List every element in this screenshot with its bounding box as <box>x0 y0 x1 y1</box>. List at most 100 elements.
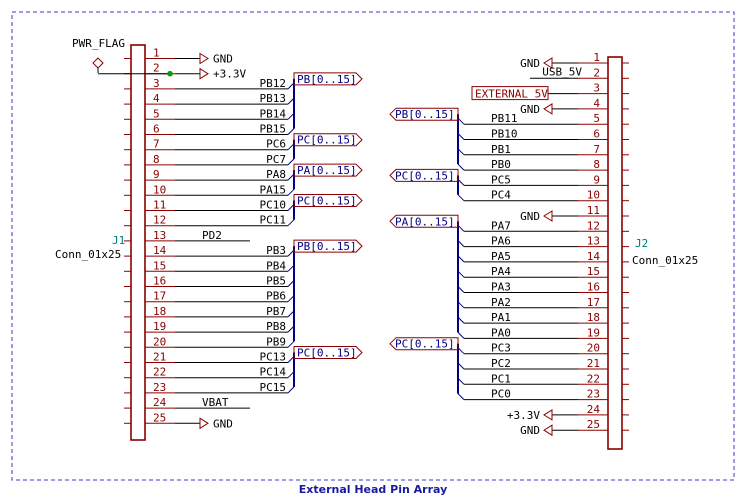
j2-bus-label-box[interactable] <box>389 214 459 228</box>
j2-bus-label-box[interactable] <box>389 337 459 351</box>
j1-net-label: PB7 <box>266 305 286 318</box>
j1-pin-number: 20 <box>153 335 166 348</box>
pwr-flag-symbol[interactable]: PWR_FLAG <box>72 37 125 73</box>
j2-body <box>607 56 623 450</box>
j2-power-net: GND <box>520 57 540 70</box>
j2-pin-number: 19 <box>587 326 600 339</box>
j2-pin-number: 3 <box>593 82 600 95</box>
j2-net-label: PC4 <box>491 189 511 202</box>
j1-pin-number: 13 <box>153 229 166 242</box>
j1-bus-label: PC[0..15] <box>297 195 357 208</box>
j2-net-label: PB11 <box>491 112 518 125</box>
j2-net-label: PA7 <box>491 219 511 232</box>
j1-bus-label-box[interactable] <box>293 163 363 177</box>
j2-pin-number: 17 <box>587 296 600 309</box>
j1-net-label: PB9 <box>266 335 286 348</box>
j1-bus-label: PC[0..15] <box>297 134 357 147</box>
j1-power-arrow <box>199 417 209 430</box>
j2-pin-number: 14 <box>587 250 601 263</box>
j1-bus-label: PB[0..15] <box>297 240 357 253</box>
j1-bus-entry <box>287 219 295 227</box>
j1-pin-number: 21 <box>153 351 166 364</box>
j2-net-label: PC1 <box>491 372 511 385</box>
j1-power-net: GND <box>213 53 233 66</box>
j1-bus-label-box[interactable] <box>293 133 363 147</box>
sheet-frame <box>11 11 735 481</box>
j1-bus-label-box[interactable] <box>293 239 363 253</box>
j2-bus-entry <box>457 332 465 339</box>
j2-bus-label: PB[0..15] <box>395 108 455 121</box>
j1-pin-number: 1 <box>153 47 160 60</box>
j2-pin-number: 24 <box>587 403 601 416</box>
j2-bus-label: PA[0..15] <box>395 215 455 228</box>
j2-pin-number: 23 <box>587 388 600 401</box>
j1-power-net: +3.3V <box>213 68 246 81</box>
pwr-flag-diamond <box>92 57 104 69</box>
j2-bus-label-box[interactable] <box>389 107 459 121</box>
j2-net-label: PA1 <box>491 311 511 324</box>
j1-bus-entry <box>287 158 295 166</box>
j2-pin-number: 1 <box>593 51 600 64</box>
j2-pin-number: 8 <box>593 158 600 171</box>
j2-power-net: GND <box>520 210 540 223</box>
j1-pin-number: 2 <box>153 62 160 75</box>
j2-bus-entry <box>457 393 465 400</box>
j2-pin-number: 12 <box>587 219 600 232</box>
j1-pin-number: 17 <box>153 290 166 303</box>
j1-pin-number: 14 <box>153 244 167 257</box>
j2-net-label: PB0 <box>491 158 511 171</box>
j1-net-label: PD2 <box>202 229 222 242</box>
j2-net-label: PC5 <box>491 173 511 186</box>
j1-pin-number: 19 <box>153 320 166 333</box>
j2-pin-number: 5 <box>593 112 600 125</box>
j1-net-label: PB15 <box>260 123 287 136</box>
j2-net-label: PC3 <box>491 342 511 355</box>
j1-bus-label: PB[0..15] <box>297 73 357 86</box>
j2-pin-number: 6 <box>593 128 600 141</box>
j2-power-arrow <box>543 424 553 437</box>
j2-bus-entry <box>457 163 465 171</box>
j2-global-label-box[interactable] <box>471 86 549 101</box>
j1-power-arrow <box>199 52 209 65</box>
j1-bus-entry <box>287 128 295 135</box>
j2-pin-number: 13 <box>587 235 600 248</box>
sheet-title: External Head Pin Array <box>299 483 448 496</box>
connector-j2[interactable]: J2Conn_01x251GND2USB_5V3EXTERNAL_5V4GND5… <box>389 51 698 450</box>
j1-reference: J1 <box>112 234 125 247</box>
j1-bus-entry <box>287 188 295 196</box>
j1-bus-label-box[interactable] <box>293 72 363 86</box>
j1-pin-number: 23 <box>153 381 166 394</box>
j1-bus-entry <box>287 340 295 348</box>
j2-net-label: PA4 <box>491 265 511 278</box>
j1-net-label: PB8 <box>266 320 286 333</box>
j1-net-label: PA8 <box>266 168 286 181</box>
j2-bus-label-box[interactable] <box>389 168 459 182</box>
j2-power-net: GND <box>520 103 540 116</box>
j1-body <box>130 44 146 441</box>
j1-net-label: PB5 <box>266 275 286 288</box>
j2-net-label: PA3 <box>491 281 511 294</box>
j1-bus-label: PA[0..15] <box>297 164 357 177</box>
j2-net-label: PC0 <box>491 388 511 401</box>
j1-pin-number: 22 <box>153 366 166 379</box>
j2-power-net: +3.3V <box>507 409 540 422</box>
j2-net-label: PA6 <box>491 235 511 248</box>
j2-net-label: USB_5V <box>542 65 582 78</box>
j1-power-arrow <box>199 67 209 80</box>
j1-bus-label-box[interactable] <box>293 346 363 359</box>
j1-net-label: PC13 <box>260 351 287 364</box>
j1-net-label: PB12 <box>260 77 287 90</box>
j1-pin-number: 6 <box>153 123 160 136</box>
j1-pin-number: 7 <box>153 138 160 151</box>
j2-power-arrow <box>543 57 553 69</box>
j1-net-label: PB13 <box>260 92 287 105</box>
j2-pin-number: 18 <box>587 311 600 324</box>
j2-pin-number: 9 <box>593 173 600 186</box>
j1-bus-label-box[interactable] <box>293 194 363 207</box>
j1-net-label: PC10 <box>260 199 287 212</box>
j1-pin-number: 8 <box>153 153 160 166</box>
j1-value: Conn_01x25 <box>55 248 121 261</box>
j2-net-label: PB10 <box>491 128 518 141</box>
